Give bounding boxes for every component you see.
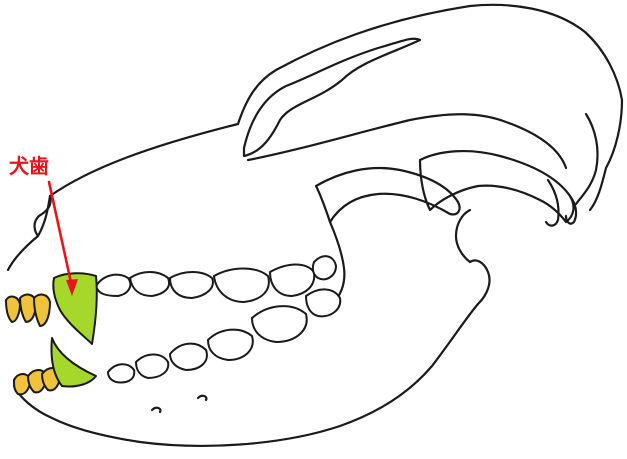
canine-label: 犬歯 bbox=[9, 150, 49, 179]
cheek-arch bbox=[316, 168, 460, 222]
zygomatic-arch bbox=[244, 39, 420, 156]
mastoid bbox=[546, 180, 559, 226]
upper-incisors bbox=[6, 295, 50, 326]
cranium-ridge bbox=[248, 114, 566, 168]
cranium-outline bbox=[8, 5, 622, 270]
lower-incisors bbox=[14, 368, 60, 394]
mandible-ramus bbox=[456, 210, 470, 262]
lower-tooth-row bbox=[108, 289, 340, 382]
lower-canine bbox=[51, 338, 96, 387]
upper-tooth-row bbox=[96, 256, 336, 302]
occipital bbox=[576, 114, 598, 204]
mental-foramen-1 bbox=[152, 408, 160, 412]
mental-foramen-2 bbox=[198, 396, 206, 400]
